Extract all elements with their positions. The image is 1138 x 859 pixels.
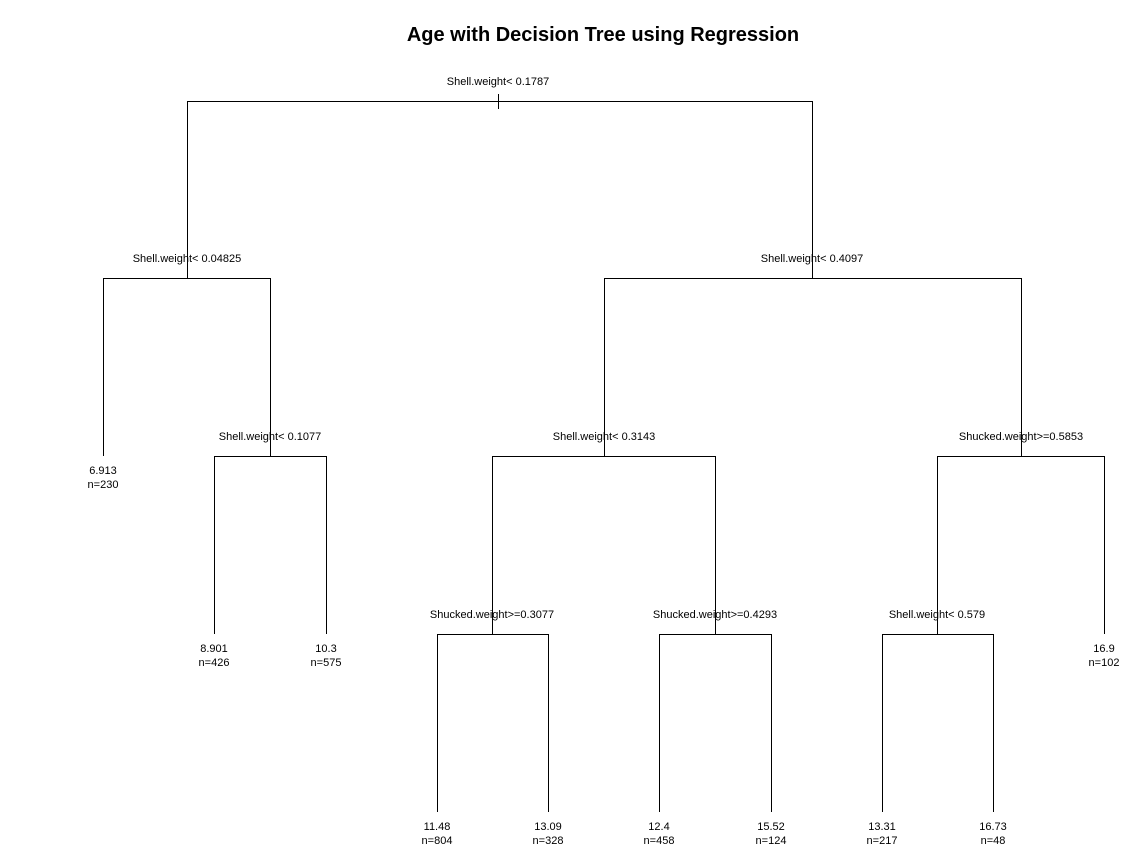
leaf-value-rrr: 16.9	[1093, 643, 1114, 655]
split-label-rr: Shucked.weight>=0.5853	[959, 431, 1083, 443]
edge-rlr	[659, 634, 772, 812]
leaf-value-rrlr: 16.73	[979, 821, 1007, 833]
chart-title: Age with Decision Tree using Regression	[407, 24, 799, 46]
leaf-value-rlrl: 12.4	[648, 821, 669, 833]
split-label-lr: Shell.weight< 0.1077	[219, 431, 321, 443]
leaf-n-rlrl: n=458	[644, 835, 675, 847]
leaf-n-lrr: n=575	[311, 657, 342, 669]
leaf-labels: 6.913 n=230 8.901 n=426 10.3 n=575 16.9 …	[88, 465, 1120, 847]
edge-lr	[214, 456, 327, 634]
leaf-n-ll: n=230	[88, 479, 119, 491]
edge-root	[187, 101, 813, 278]
split-label-l: Shell.weight< 0.04825	[133, 253, 242, 265]
edge-l	[103, 278, 271, 456]
leaf-value-rlrr: 15.52	[757, 821, 785, 833]
edge-rrl	[882, 634, 994, 812]
leaf-value-rlll: 11.48	[424, 821, 451, 833]
edge-rl	[492, 456, 716, 634]
split-label-rrl: Shell.weight< 0.579	[889, 609, 985, 621]
split-label-rlr: Shucked.weight>=0.4293	[653, 609, 777, 621]
edge-r	[604, 278, 1022, 456]
leaf-n-rrll: n=217	[867, 835, 898, 847]
leaf-value-rrll: 13.31	[868, 821, 896, 833]
split-labels: Shell.weight< 0.1787 Shell.weight< 0.048…	[133, 76, 1083, 621]
leaf-n-rlll: n=804	[422, 835, 453, 847]
leaf-n-rlrr: n=124	[756, 835, 787, 847]
leaf-value-rllr: 13.09	[534, 821, 562, 833]
split-label-rll: Shucked.weight>=0.3077	[430, 609, 554, 621]
leaf-value-ll: 6.913	[89, 465, 117, 477]
leaf-n-rrr: n=102	[1089, 657, 1120, 669]
tree-edges	[103, 94, 1105, 812]
split-label-rl: Shell.weight< 0.3143	[553, 431, 655, 443]
edge-rr	[937, 456, 1105, 634]
leaf-n-rllr: n=328	[533, 835, 564, 847]
leaf-value-lrl: 8.901	[200, 643, 228, 655]
leaf-n-rrlr: n=48	[981, 835, 1006, 847]
split-label-root: Shell.weight< 0.1787	[447, 76, 549, 88]
leaf-n-lrl: n=426	[199, 657, 230, 669]
split-label-r: Shell.weight< 0.4097	[761, 253, 863, 265]
leaf-value-lrr: 10.3	[315, 643, 336, 655]
edge-rll	[437, 634, 549, 812]
